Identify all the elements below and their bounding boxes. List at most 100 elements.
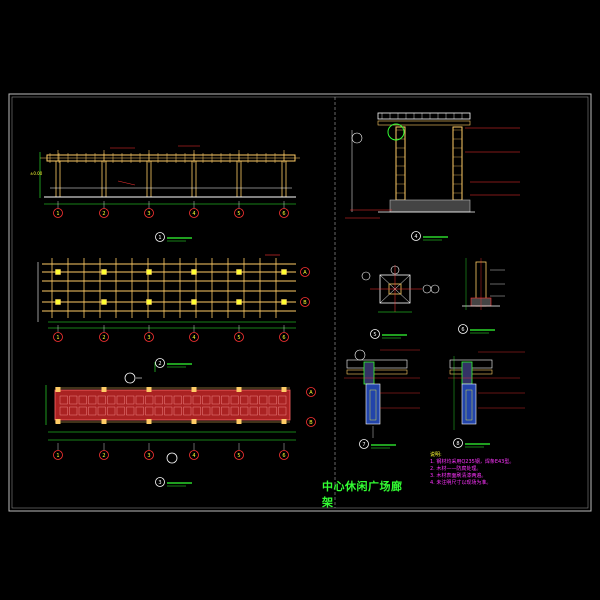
column-node <box>281 299 287 305</box>
axis-label: 5 <box>237 453 240 459</box>
inner-frame <box>11 96 589 509</box>
paver <box>240 395 249 405</box>
paver <box>154 406 163 416</box>
column <box>55 160 61 198</box>
paver <box>278 406 287 416</box>
axis-label: 4 <box>192 453 195 459</box>
notes-block: 说明: 1. 钢材均采用Q235钢，焊条E43型。 2. 木材——防腐处理。 3… <box>430 452 580 487</box>
axis-bubble <box>306 417 316 427</box>
column-node <box>55 299 61 305</box>
column-base <box>281 419 287 424</box>
paver <box>135 395 144 405</box>
column-node <box>281 269 287 275</box>
note-item: 3. 木材表面刷清漆两遍。 <box>430 473 487 479</box>
paver <box>107 406 116 416</box>
paver <box>268 406 277 416</box>
view-number: 3 <box>158 480 161 486</box>
view-number: 6 <box>461 327 464 333</box>
axis-label: 2 <box>102 335 105 341</box>
paver <box>211 395 220 405</box>
column-base <box>55 387 61 392</box>
paver <box>249 406 258 416</box>
paver <box>135 406 144 416</box>
paver <box>78 395 87 405</box>
column <box>281 160 287 198</box>
view-number-bubble <box>453 438 463 448</box>
axis-label: 2 <box>102 453 105 459</box>
side-elevation-view <box>345 112 520 219</box>
axis-bubble <box>144 208 154 218</box>
paver <box>69 406 78 416</box>
view-number: 2 <box>158 361 161 367</box>
joint-detail-b <box>448 351 525 430</box>
view-number-bubble <box>411 231 421 241</box>
axis-bubble <box>234 450 244 460</box>
axis-label: A <box>303 270 307 276</box>
axis-bubble <box>279 450 289 460</box>
column-node <box>101 299 107 305</box>
paver <box>259 395 268 405</box>
paver <box>259 406 268 416</box>
paver <box>183 395 192 405</box>
paver <box>164 395 173 405</box>
axis-label: 4 <box>192 211 195 217</box>
view-number-bubble <box>458 324 468 334</box>
column-node <box>101 269 107 275</box>
axis-bubble <box>144 450 154 460</box>
column <box>101 160 107 198</box>
axis-label: 3 <box>147 453 150 459</box>
paver <box>78 406 87 416</box>
axis-label: 3 <box>147 211 150 217</box>
paver <box>88 395 97 405</box>
notes-heading: 说明: <box>430 452 442 458</box>
column-node <box>146 299 152 305</box>
paver <box>164 406 173 416</box>
column-base <box>236 387 242 392</box>
paver <box>145 406 154 416</box>
paver <box>107 395 116 405</box>
paver <box>59 395 68 405</box>
axis-bubble <box>99 450 109 460</box>
column-base <box>146 419 152 424</box>
paver <box>268 395 277 405</box>
paver <box>97 406 106 416</box>
note-item: 1. 钢材均采用Q235钢，焊条E43型。 <box>430 459 515 465</box>
column <box>191 160 197 198</box>
paver <box>126 406 135 416</box>
paver <box>126 395 135 405</box>
axis-bubble <box>300 267 310 277</box>
note-item: 2. 木材——防腐处理。 <box>430 466 482 472</box>
paver <box>211 406 220 416</box>
axis-bubble <box>306 387 316 397</box>
view-number: 4 <box>414 234 417 240</box>
column-node <box>191 269 197 275</box>
paver <box>202 406 211 416</box>
paver <box>183 406 192 416</box>
axis-bubble <box>53 332 63 342</box>
axis-bubble <box>189 208 199 218</box>
paver <box>278 395 287 405</box>
paver <box>221 395 230 405</box>
axis-bubble <box>300 297 310 307</box>
svg-text:±0.00: ±0.00 <box>30 171 43 176</box>
axis-label: 5 <box>237 335 240 341</box>
column <box>236 160 242 198</box>
paver <box>221 406 230 416</box>
axis-label: 6 <box>282 211 285 217</box>
paver <box>154 395 163 405</box>
column-base <box>55 419 61 424</box>
paver <box>202 395 211 405</box>
column-node <box>191 299 197 305</box>
axis-bubble <box>279 332 289 342</box>
axis-label: 6 <box>282 453 285 459</box>
axis-bubble <box>99 208 109 218</box>
paver <box>59 406 68 416</box>
view-number-bubble <box>155 358 165 368</box>
axis-bubble <box>53 208 63 218</box>
axis-bubble <box>234 332 244 342</box>
paver <box>88 406 97 416</box>
paver <box>173 406 182 416</box>
axis-bubble <box>189 450 199 460</box>
